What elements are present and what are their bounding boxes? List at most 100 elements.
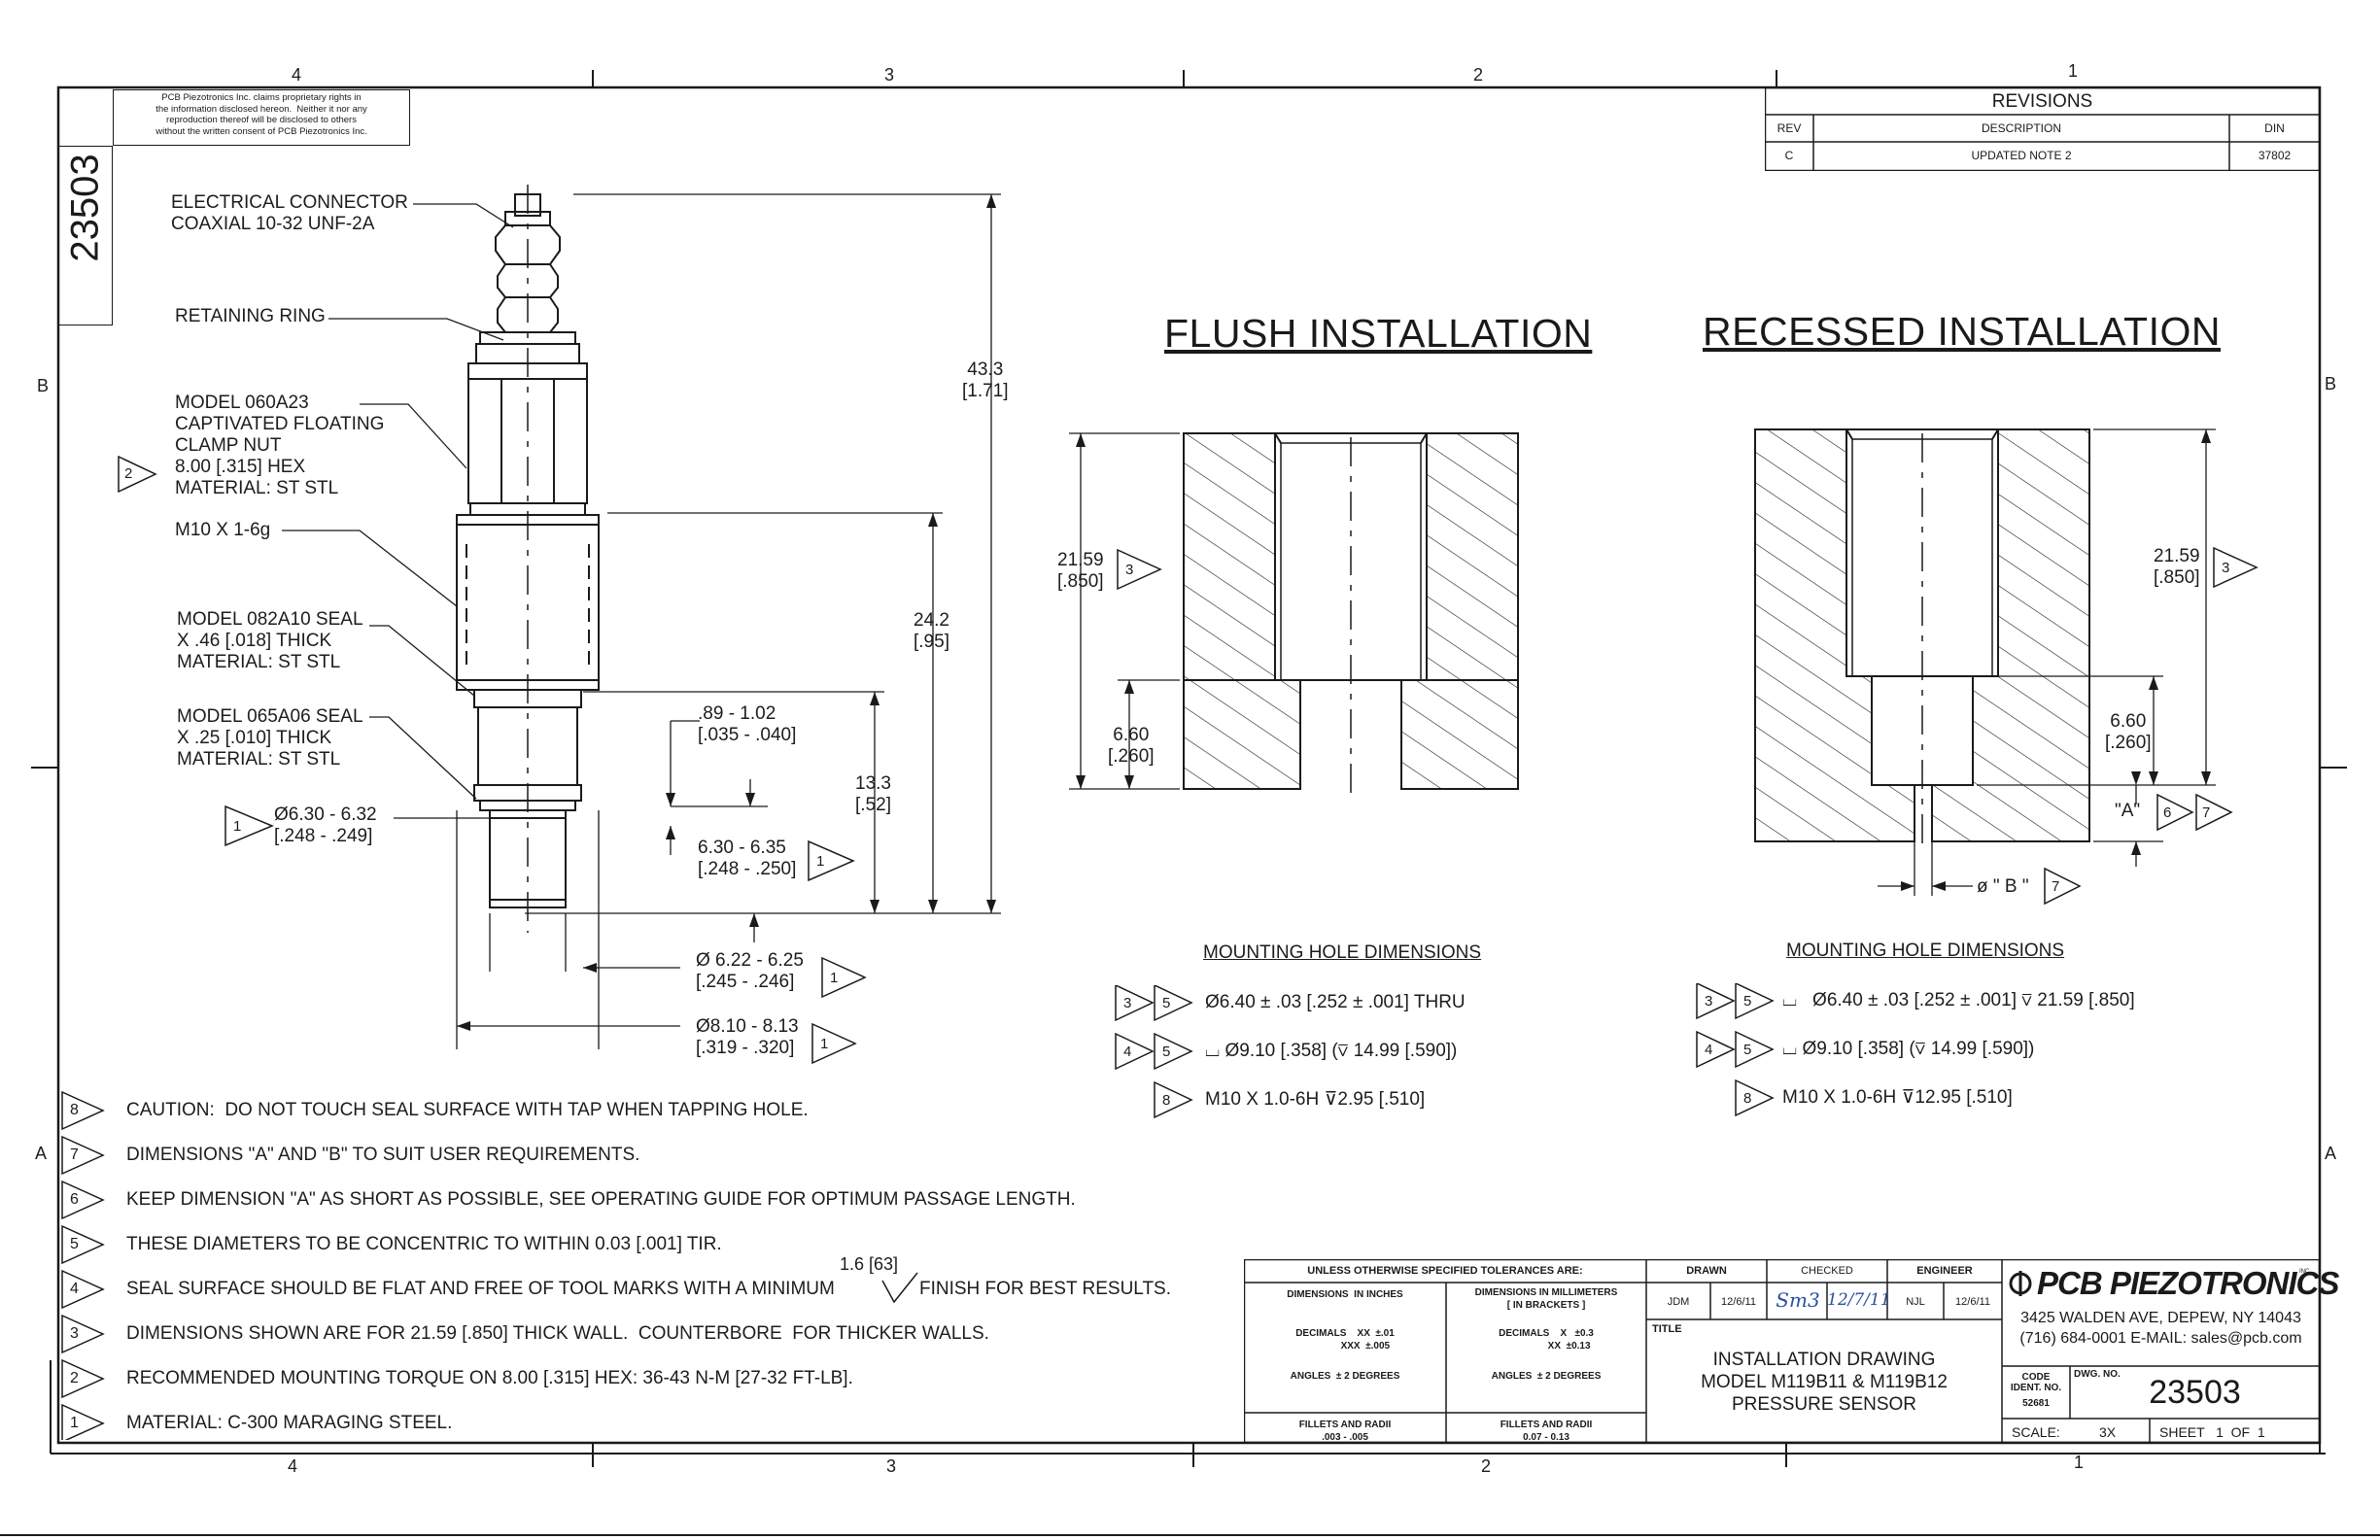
recessed-mhd-3-text: M10 X 1.0-6H ⊽12.95 [.510] bbox=[1782, 1087, 2013, 1108]
inner-border bbox=[56, 86, 2322, 1445]
note-5-text: THESE DIAMETERS TO BE CONCENTRIC TO WITH… bbox=[126, 1234, 722, 1254]
title-block-grid bbox=[1244, 1259, 2320, 1443]
dim-overall-length: 43.3 [1.71] bbox=[962, 359, 1009, 401]
checked-date: 12/7/11 bbox=[1827, 1290, 1891, 1310]
pcb-logo-icon bbox=[2009, 1271, 2032, 1296]
sensor-leaders bbox=[282, 203, 680, 1027]
flush-mhd-3-text: M10 X 1.0-6H ⊽2.95 [.510] bbox=[1205, 1089, 1426, 1110]
recessed-mounting-hole-list: 3 5 4 5 8 ⌴ Ø6.40 ± .03 [.252 ± .001] ⊽ … bbox=[1695, 983, 2239, 1129]
inches-fillets: FILLETS AND RADII .003 - .005 bbox=[1298, 1420, 1392, 1443]
tolerances-header: UNLESS OTHERWISE SPECIFIED TOLERANCES AR… bbox=[1307, 1265, 1583, 1277]
recessed-mhd-1-note-a: 3 bbox=[1705, 993, 1713, 1010]
inches-angles: ANGLES ± 2 DEGREES bbox=[1290, 1371, 1400, 1382]
recessed-mhd-2-note-b: 5 bbox=[1743, 1042, 1752, 1058]
callout-clamp-nut: MODEL 060A23 CAPTIVATED FLOATING CLAMP N… bbox=[175, 393, 385, 498]
callout-diameter-2: 6.30 - 6.35 [.248 - .250] bbox=[698, 838, 797, 879]
zone-top-2: 2 bbox=[1473, 65, 1484, 85]
note-2-number: 2 bbox=[70, 1370, 79, 1386]
zone-right-b: B bbox=[2325, 374, 2337, 394]
checked-label: CHECKED bbox=[1801, 1265, 1853, 1277]
engineer-date: 12/6/11 bbox=[1955, 1296, 1990, 1308]
revisions-header-description: DESCRIPTION bbox=[1981, 121, 2061, 135]
flush-mounting-hole-title: MOUNTING HOLE DIMENSIONS bbox=[1203, 942, 1482, 963]
recessed-dim-a-note-6: 6 bbox=[2163, 804, 2172, 821]
note-7-text: DIMENSIONS "A" AND "B" TO SUIT USER REQU… bbox=[126, 1145, 640, 1165]
recessed-dim-lower: 6.60 [.260] bbox=[2105, 711, 2152, 753]
engineer-by: NJL bbox=[1906, 1296, 1925, 1308]
recessed-mhd-1-text: ⌴ Ø6.40 ± .03 [.252 ± .001] ⊽ 21.59 [.85… bbox=[1782, 990, 2135, 1010]
callout-seal-082a10: MODEL 082A10 SEAL X .46 [.018] THICK MAT… bbox=[177, 609, 363, 672]
zone-top-4: 4 bbox=[292, 65, 302, 85]
callout-gap: .89 - 1.02 [.035 - .040] bbox=[698, 703, 797, 745]
flush-mhd-1-note-a: 3 bbox=[1123, 995, 1132, 1011]
zone-left-b: B bbox=[37, 376, 50, 395]
callout-tip-diameter-1: Ø 6.22 - 6.25 [.245 - .246] bbox=[696, 950, 804, 992]
zone-top-1: 1 bbox=[2068, 61, 2079, 81]
title-block: UNLESS OTHERWISE SPECIFIED TOLERANCES AR… bbox=[1244, 1259, 2339, 1443]
recessed-mhd-3-note-a: 8 bbox=[1743, 1090, 1752, 1107]
revisions-header-rev: REV bbox=[1776, 121, 1802, 135]
flush-mhd-triangles bbox=[1115, 985, 1193, 1119]
note-6-text: KEEP DIMENSION "A" AS SHORT AS POSSIBLE,… bbox=[126, 1189, 1076, 1210]
company-address: 3425 WALDEN AVE, DEPEW, NY 14043 bbox=[2020, 1310, 2301, 1326]
mm-decimals: DECIMALS X ±0.3 XX ±0.13 bbox=[1499, 1328, 1594, 1352]
flush-mhd-2-note-b: 5 bbox=[1162, 1044, 1171, 1060]
scale-value: 3X bbox=[2099, 1424, 2117, 1440]
flush-dim-depth-note: 3 bbox=[1125, 562, 1134, 578]
revisions-grid bbox=[1765, 87, 2320, 171]
zone-bottom-1: 1 bbox=[2074, 1453, 2085, 1472]
general-notes: 8 CAUTION: DO NOT TOUCH SEAL SURFACE WIT… bbox=[58, 1090, 1186, 1440]
flush-mhd-2-text: ⌴ Ø9.10 [.358] (⊽ 14.99 [.590]) bbox=[1205, 1041, 1458, 1061]
dim-body-length: 24.2 [.95] bbox=[914, 610, 949, 652]
note-2-marker-clamp: 2 bbox=[124, 465, 133, 482]
recessed-installation-title: RECESSED INSTALLATION bbox=[1703, 309, 2221, 354]
recessed-mhd-2-note-a: 4 bbox=[1705, 1042, 1713, 1058]
scale-label: SCALE: bbox=[2012, 1424, 2060, 1440]
zone-bottom-4: 4 bbox=[288, 1456, 298, 1476]
recessed-dim-b-note: 7 bbox=[2052, 878, 2060, 895]
note-2-text: RECOMMENDED MOUNTING TORQUE ON 8.00 [.31… bbox=[126, 1368, 853, 1388]
note-3-number: 3 bbox=[70, 1325, 79, 1342]
zone-top-3: 3 bbox=[884, 65, 895, 85]
sensor-arrowheads bbox=[457, 194, 996, 1031]
mm-fillets: FILLETS AND RADII 0.07 - 0.13 bbox=[1500, 1420, 1593, 1443]
proprietary-notice: PCB Piezotronics Inc. claims proprietary… bbox=[155, 92, 367, 137]
revisions-table: REVISIONS REV DESCRIPTION DIN C UPDATED … bbox=[1765, 87, 2320, 171]
recessed-mounting-hole-title: MOUNTING HOLE DIMENSIONS bbox=[1786, 941, 2065, 961]
flush-mhd-3-note-a: 8 bbox=[1162, 1092, 1171, 1109]
zone-bottom-3: 3 bbox=[886, 1456, 897, 1476]
zone-right-a: A bbox=[2325, 1144, 2337, 1163]
sheet-number: SHEET 1 OF 1 bbox=[2159, 1424, 2265, 1440]
dwg-number: 23503 bbox=[2149, 1374, 2241, 1411]
callout-thread: M10 X 1-6g bbox=[175, 520, 271, 540]
inches-header: DIMENSIONS IN INCHES bbox=[1287, 1289, 1403, 1300]
note-1-marker-tip1: 1 bbox=[830, 970, 839, 986]
note-4-finish-value: 1.6 [63] bbox=[840, 1254, 899, 1274]
company-logo: PCB PIEZOTRONICS INC bbox=[2008, 1265, 2339, 1304]
note-8-text: CAUTION: DO NOT TOUCH SEAL SURFACE WITH … bbox=[126, 1100, 809, 1120]
company-inc: INC bbox=[2299, 1269, 2310, 1275]
mm-header: DIMENSIONS IN MILLIMETERS [ IN BRACKETS … bbox=[1474, 1287, 1618, 1311]
dwg-no-label: DWG. NO. bbox=[2074, 1369, 2121, 1380]
checked-by-signature: Sm3 bbox=[1776, 1288, 1820, 1312]
surface-finish-symbol-icon bbox=[881, 1272, 918, 1304]
flush-mounting-hole-list: 3 5 4 5 8 Ø6.40 ± .03 [.252 ± .001] THRU… bbox=[1114, 985, 1522, 1131]
recessed-dim-depth-note: 3 bbox=[2222, 560, 2230, 576]
flush-mhd-1-note-b: 5 bbox=[1162, 995, 1171, 1011]
revisions-cell-rev: C bbox=[1784, 149, 1794, 162]
zone-bottom-2: 2 bbox=[1481, 1456, 1492, 1476]
flush-dim-depth: 21.59 [.850] bbox=[1057, 550, 1104, 592]
sensor-dimensions bbox=[456, 193, 1001, 1049]
recessed-mhd-triangles bbox=[1696, 983, 1775, 1117]
revisions-header-din: DIN bbox=[2264, 121, 2285, 135]
company-contact: (716) 684-0001 E-MAIL: sales@pcb.com bbox=[2019, 1330, 2302, 1347]
callout-tip-diameter-2: Ø8.10 - 8.13 [.319 - .320] bbox=[696, 1016, 799, 1058]
recessed-dim-depth: 21.59 [.850] bbox=[2154, 546, 2200, 588]
note-1-marker-tip2: 1 bbox=[820, 1036, 829, 1052]
mm-angles: ANGLES ± 2 DEGREES bbox=[1491, 1371, 1602, 1382]
note-4-text-after: FINISH FOR BEST RESULTS. bbox=[919, 1279, 1172, 1299]
sensor-body bbox=[456, 185, 600, 933]
note-7-number: 7 bbox=[70, 1146, 79, 1163]
flush-dim-lower: 6.60 [.260] bbox=[1108, 725, 1155, 767]
